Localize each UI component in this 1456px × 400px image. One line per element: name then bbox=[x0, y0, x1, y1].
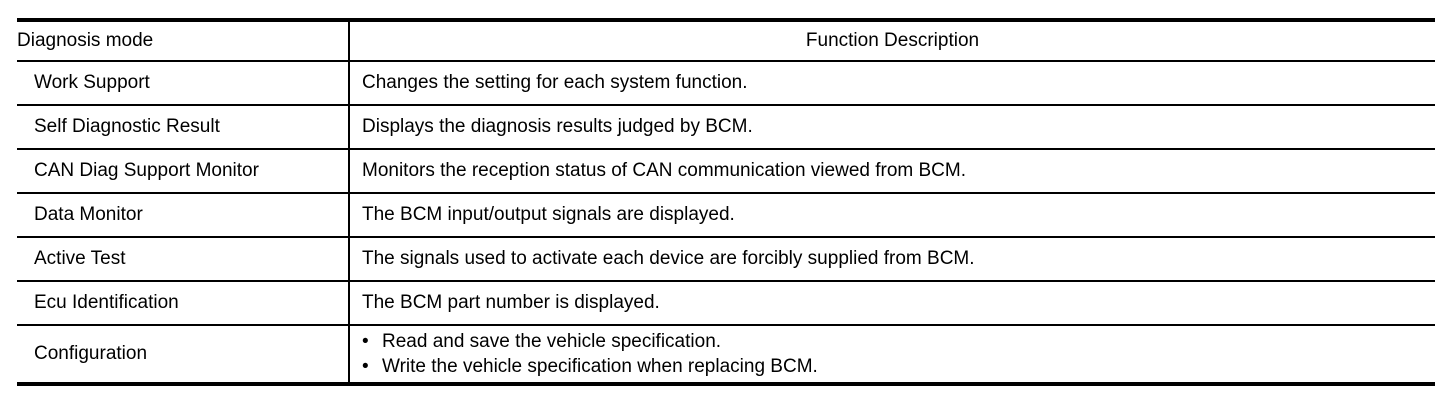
bullet-text: Write the vehicle specification when rep… bbox=[382, 356, 818, 377]
table-row: Work Support Changes the setting for eac… bbox=[17, 60, 1435, 105]
cell-function-description: Displays the diagnosis results judged by… bbox=[349, 104, 1435, 149]
cell-diagnosis-mode: Configuration bbox=[17, 324, 350, 384]
table-row: Data Monitor The BCM input/output signal… bbox=[17, 192, 1435, 237]
cell-diagnosis-mode: Data Monitor bbox=[17, 192, 350, 237]
cell-diagnosis-mode: Work Support bbox=[17, 60, 350, 105]
cell-function-description: The signals used to activate each device… bbox=[349, 236, 1435, 281]
bullet-text: Read and save the vehicle specification. bbox=[382, 331, 722, 352]
list-item: • Write the vehicle specification when r… bbox=[362, 354, 1435, 379]
table-row: Self Diagnostic Result Displays the diag… bbox=[17, 104, 1435, 149]
cell-diagnosis-mode: CAN Diag Support Monitor bbox=[17, 148, 350, 193]
cell-function-description: Monitors the reception status of CAN com… bbox=[349, 148, 1435, 193]
table-row: CAN Diag Support Monitor Monitors the re… bbox=[17, 148, 1435, 193]
column-header-diagnosis-mode: Diagnosis mode bbox=[17, 20, 350, 61]
cell-function-description: • Read and save the vehicle specificatio… bbox=[349, 324, 1435, 384]
bullet-list: • Read and save the vehicle specificatio… bbox=[362, 329, 1435, 379]
table-row: Ecu Identification The BCM part number i… bbox=[17, 280, 1435, 325]
table-header-row: Diagnosis mode Function Description bbox=[17, 20, 1435, 61]
cell-diagnosis-mode: Ecu Identification bbox=[17, 280, 350, 325]
column-header-function-description: Function Description bbox=[805, 30, 980, 51]
diagnosis-mode-table: Diagnosis mode Function Description Work… bbox=[17, 18, 1435, 386]
bullet-icon: • bbox=[362, 356, 369, 377]
cell-diagnosis-mode: Self Diagnostic Result bbox=[17, 104, 350, 149]
cell-diagnosis-mode: Active Test bbox=[17, 236, 350, 281]
bullet-icon: • bbox=[362, 331, 369, 352]
table-row: Configuration • Read and save the vehicl… bbox=[17, 324, 1435, 384]
cell-function-description: The BCM part number is displayed. bbox=[349, 280, 1435, 325]
cell-function-description: The BCM input/output signals are display… bbox=[349, 192, 1435, 237]
table-row: Active Test The signals used to activate… bbox=[17, 236, 1435, 281]
list-item: • Read and save the vehicle specificatio… bbox=[362, 329, 1435, 354]
cell-function-description: Changes the setting for each system func… bbox=[349, 60, 1435, 105]
